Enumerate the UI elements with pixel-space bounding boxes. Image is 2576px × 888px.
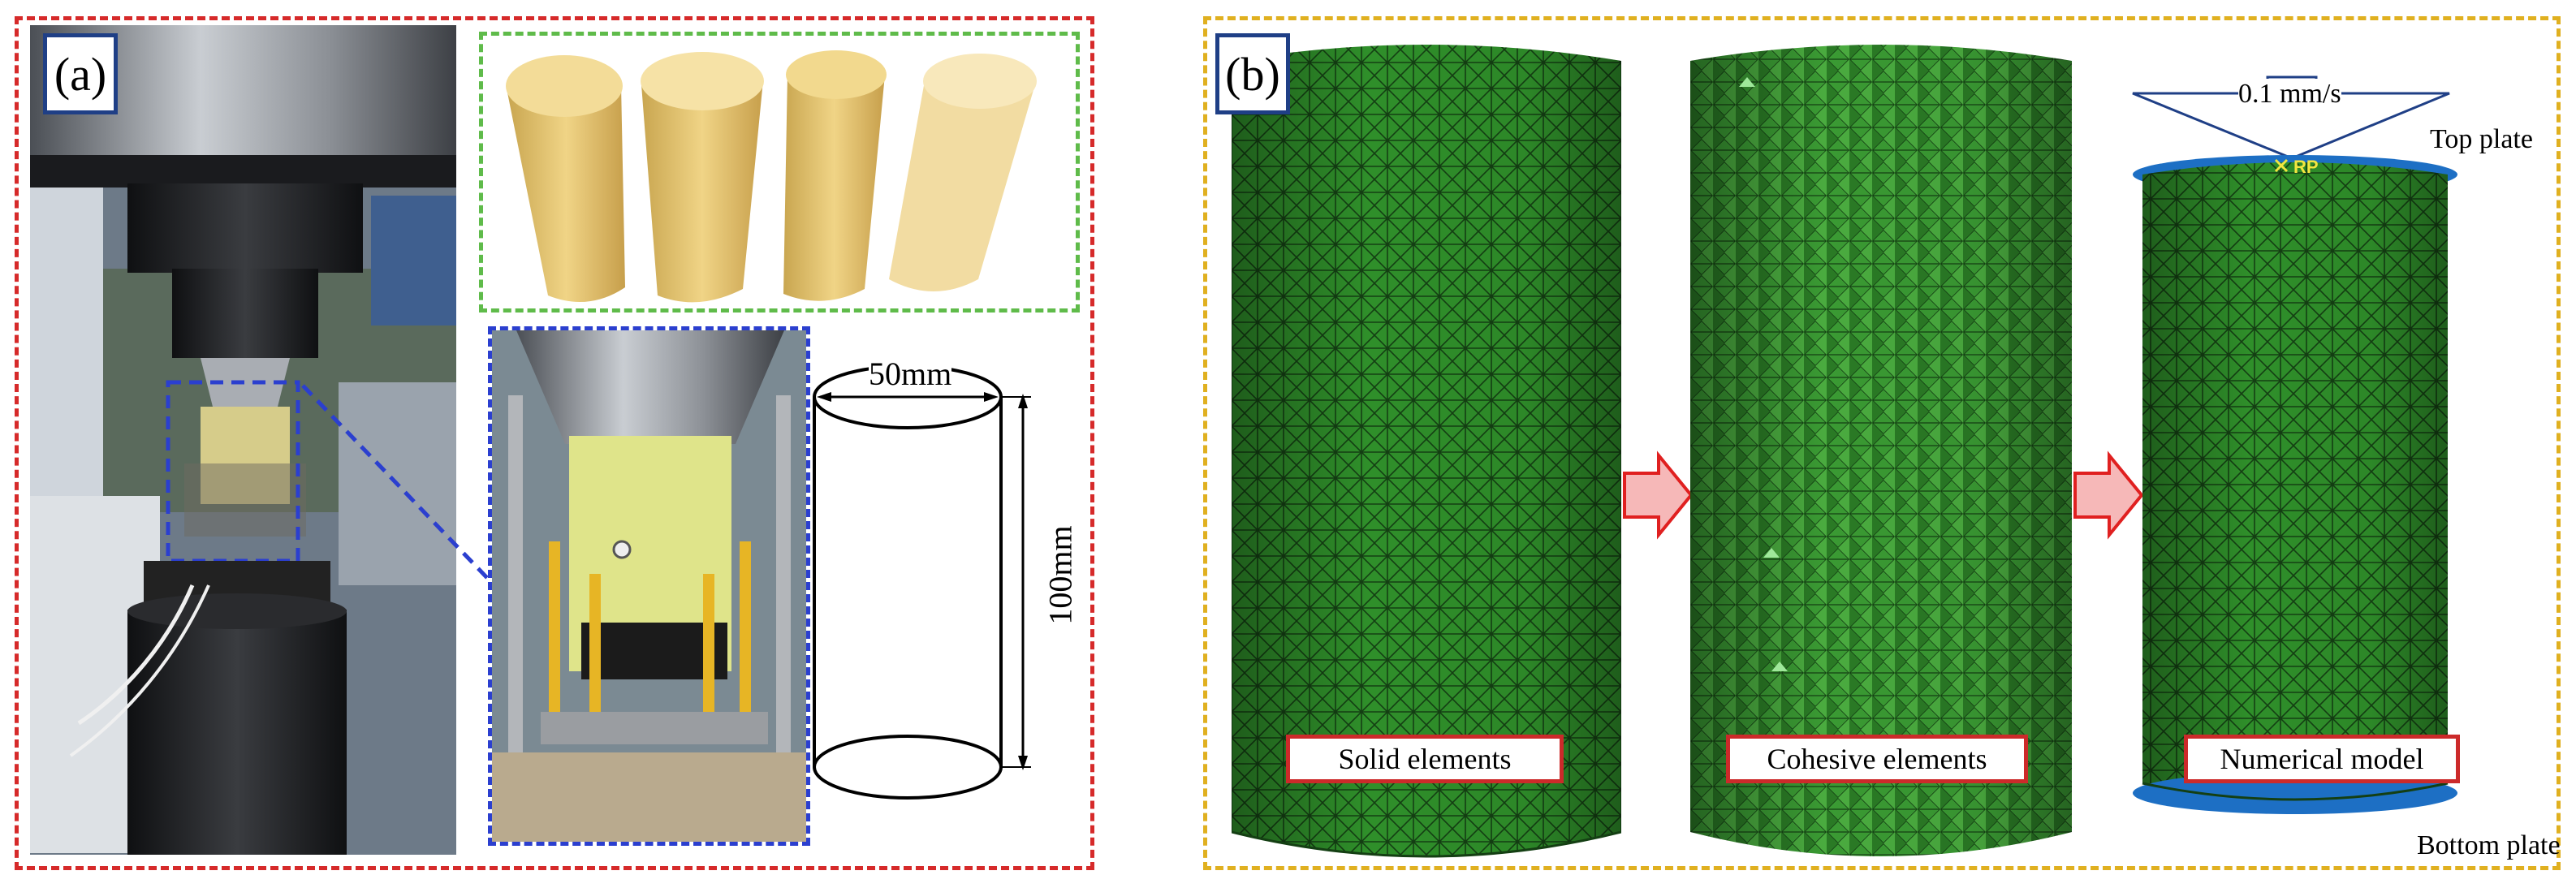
diameter-label: 50mm [869,355,952,393]
sample-cylinder-4 [889,54,1037,291]
sample-cylinder-1 [506,55,625,302]
loading-rate-label: 0.1 mm/s [2238,79,2341,110]
testing-machine-photo [30,25,456,855]
rock-samples-photo [479,32,1080,313]
bottom-plate-label: Bottom plate [2417,830,2561,860]
sample-cylinder-3 [783,50,887,301]
solid-elements-mesh [1232,45,1621,858]
numerical-model-mesh [2132,75,2457,814]
zoomed-setup-photo [488,326,810,846]
panel-a-label: (a) [43,33,118,114]
panel-b-label: (b) [1215,33,1290,114]
specimen-schematic: 50mm 100mm [810,355,1094,848]
top-plate-label: Top plate [2430,124,2533,154]
panel-b: (b) Solid elements Cohesive elements [1203,16,2561,870]
cohesive-elements-mesh [1690,45,2072,856]
solid-elements-caption: Solid elements [1286,735,1564,783]
zoom-connector-line [301,384,491,582]
sample-cylinder-2 [641,52,764,303]
numerical-model-caption: Numerical model [2184,735,2460,783]
right-arrow-2-icon [2073,450,2144,540]
panel-a: (a) [15,16,1094,870]
cohesive-elements-caption: Cohesive elements [1726,735,2028,783]
reference-point-label: RP [2293,157,2319,177]
schematic-bottom-ellipse [813,735,1003,800]
height-label: 100mm [1042,525,1079,625]
right-arrow-1-icon [1623,450,1694,540]
